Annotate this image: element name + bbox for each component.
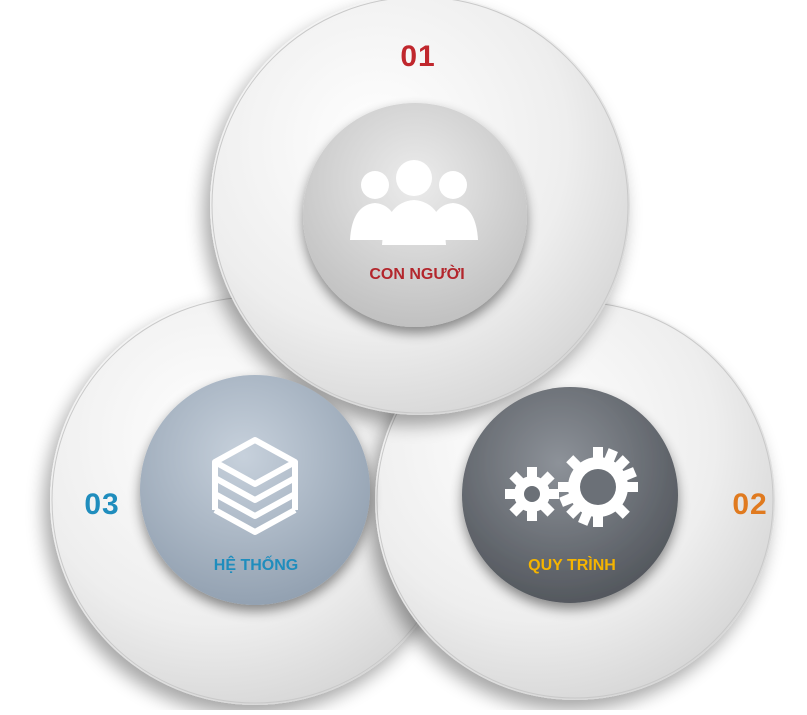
label-he-thong: HỆ THỐNG bbox=[213, 557, 299, 574]
hub-03 bbox=[140, 375, 370, 605]
label-quy-trinh: QUY TRÌNH bbox=[528, 557, 616, 574]
number-02: 02 bbox=[732, 488, 768, 521]
layers-icon bbox=[212, 437, 298, 535]
people-icon bbox=[350, 160, 478, 245]
gears-icon bbox=[505, 447, 638, 527]
label-con-nguoi: CON NGƯỜI bbox=[369, 266, 465, 283]
number-01: 01 bbox=[400, 40, 436, 73]
number-03: 03 bbox=[84, 488, 120, 521]
